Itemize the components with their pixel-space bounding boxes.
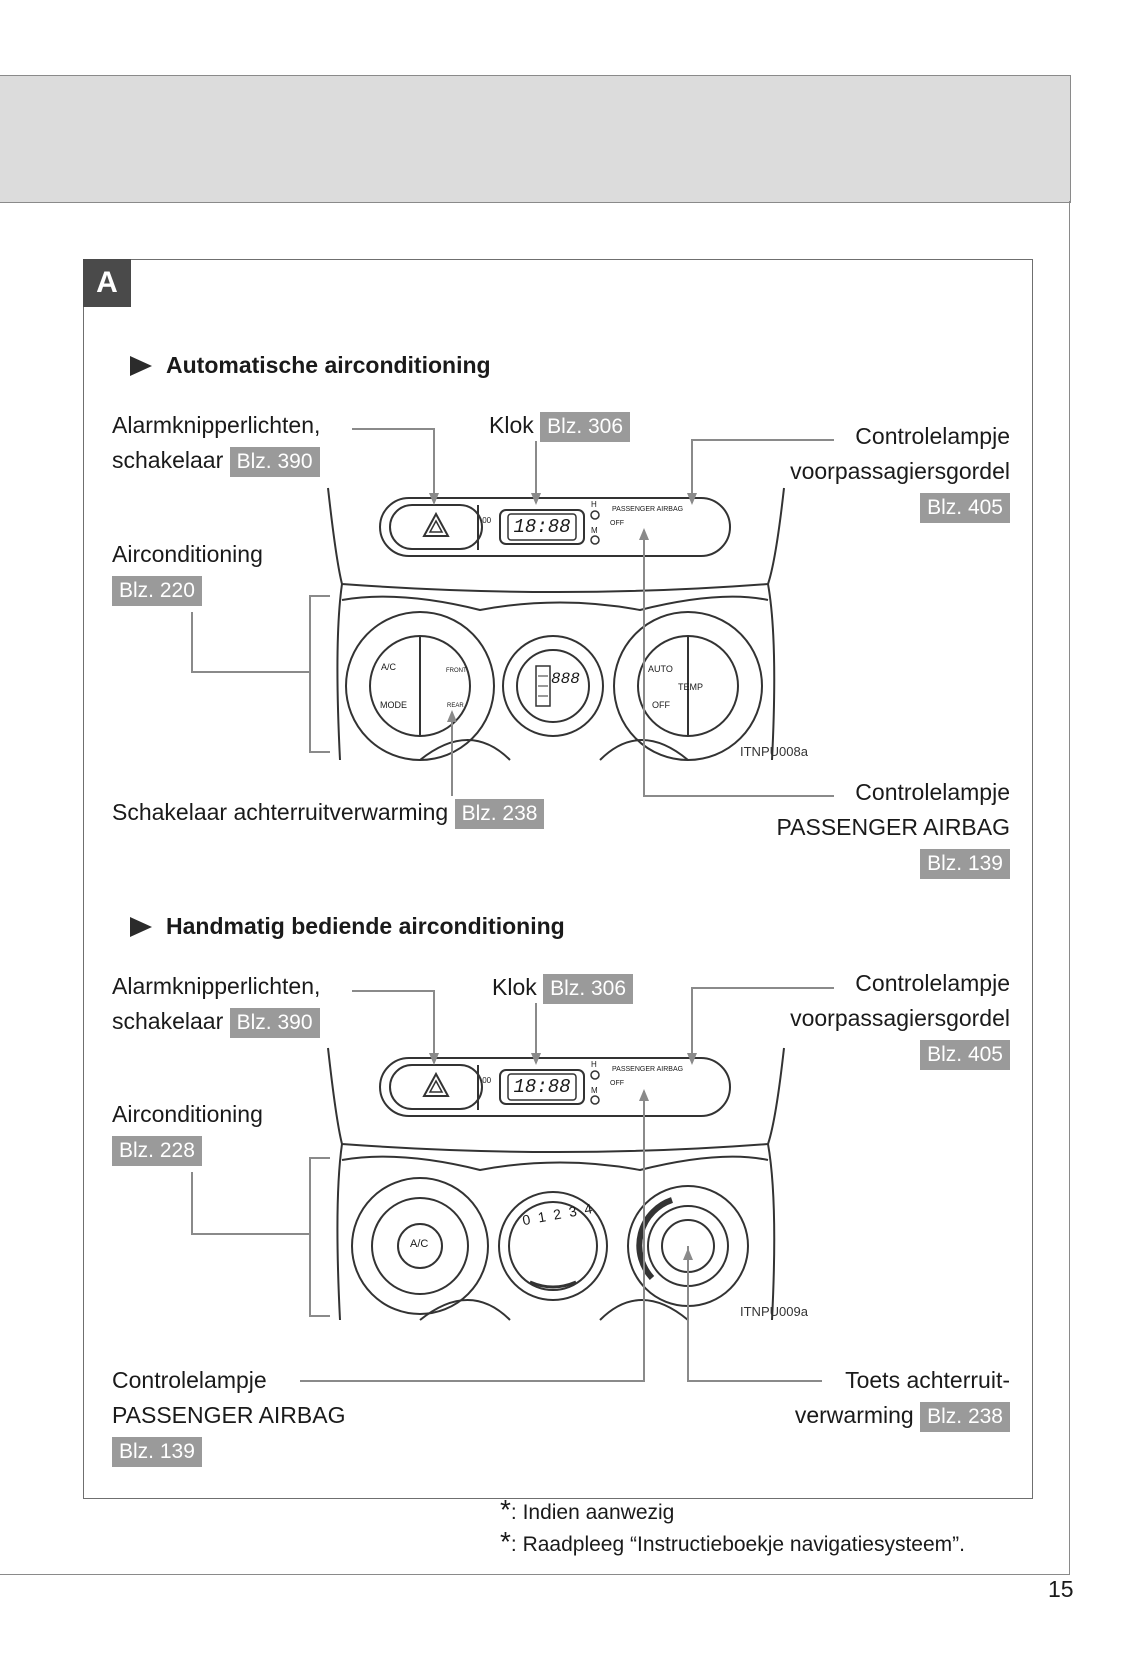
image-code-auto: ITNPU008a (740, 744, 808, 759)
hazard-label-auto: Alarmknipperlichten, schakelaar Blz. 390 (112, 408, 320, 478)
rear-defog-label-manual: Toets achterruit- verwarming Blz. 238 (795, 1363, 1010, 1433)
mode-label: MODE (380, 700, 407, 710)
section-tab: A (83, 259, 131, 307)
triangle-bullet-icon (130, 916, 152, 937)
aircon-label-text: Airconditioning (112, 541, 263, 567)
clock-minute-label-manual: M (591, 1086, 598, 1095)
page-ref-badge[interactable]: Blz. 228 (112, 1135, 202, 1166)
clock-minute-reset-label: :00 (480, 516, 492, 525)
airbag-label-auto: Controlelampje PASSENGER AIRBAG Blz. 139 (777, 775, 1010, 880)
clock-label-manual: Klok Blz. 306 (492, 970, 634, 1005)
fan-speed-display: 888 (551, 670, 580, 688)
airbag-label-manual: Controlelampje PASSENGER AIRBAG Blz. 139 (112, 1363, 345, 1468)
clock-display: 18:88 (513, 516, 571, 538)
content-frame (83, 259, 1033, 1499)
section-title-manual-text: Handmatig bediende airconditioning (166, 913, 565, 939)
airbag-label-line2: PASSENGER AIRBAG (776, 814, 1010, 840)
footnote-asterisk: * (500, 1526, 511, 1557)
rear-defog-label: REAR (447, 703, 464, 709)
off-label: OFF (652, 700, 670, 710)
page-ref-badge[interactable]: Blz. 390 (229, 1007, 320, 1038)
right-rule (1069, 201, 1070, 1574)
temp-label: TEMP (678, 682, 704, 692)
page-ref-badge[interactable]: Blz. 139 (112, 1436, 202, 1467)
clock-label-text: Klok (492, 974, 537, 1000)
clock-display-manual: 18:88 (513, 1076, 571, 1098)
clock-hour-label: H (591, 500, 597, 509)
aircon-label-text: Airconditioning (112, 1101, 263, 1127)
section-title-auto-text: Automatische airconditioning (166, 352, 491, 378)
footnote-1: *: Indien aanwezig (500, 1496, 675, 1525)
section-title-manual: Handmatig bediende airconditioning (130, 913, 565, 940)
front-defog-label: FRONT (446, 668, 467, 674)
aircon-label-manual: Airconditioning Blz. 228 (112, 1097, 263, 1167)
footnote-asterisk: * (500, 1494, 511, 1525)
rear-defog-label-line1: Toets achterruit- (845, 1367, 1010, 1393)
hazard-label-manual: Alarmknipperlichten, schakelaar Blz. 390 (112, 969, 320, 1039)
clock-hour-label-manual: H (591, 1060, 597, 1069)
page-ref-badge[interactable]: Blz. 220 (112, 575, 202, 606)
auto-label: AUTO (648, 664, 673, 674)
rear-defog-label-auto: Schakelaar achterruitverwarming Blz. 238 (112, 795, 545, 830)
page-ref-badge[interactable]: Blz. 306 (540, 411, 631, 442)
ac-button-label: A/C (410, 1238, 429, 1250)
passenger-airbag-text: PASSENGER AIRBAG (612, 506, 684, 513)
rear-defog-label-text: Schakelaar achterruitverwarming (112, 799, 449, 825)
seatbelt-label-manual: Controlelampje voorpassagiersgordel Blz.… (790, 966, 1010, 1071)
hazard-label-line2: schakelaar (112, 1008, 224, 1034)
airbag-off-text-manual: OFF (610, 1080, 624, 1087)
seatbelt-label-line2: voorpassagiersgordel (790, 458, 1010, 484)
seatbelt-label-line2: voorpassagiersgordel (790, 1005, 1010, 1031)
seatbelt-label-line1: Controlelampje (855, 423, 1010, 449)
hazard-label-line2: schakelaar (112, 447, 224, 473)
footnote-1-text: : Indien aanwezig (510, 1501, 675, 1524)
page-ref-badge[interactable]: Blz. 238 (920, 1401, 1010, 1432)
footnote-2-text: : Raadpleeg “Instructieboekje navigaties… (510, 1533, 965, 1556)
page-ref-badge[interactable]: Blz. 306 (543, 973, 634, 1004)
bottom-rule (0, 1574, 1070, 1575)
airbag-label-line1: Controlelampje (855, 779, 1010, 805)
clock-label-text: Klok (489, 412, 534, 438)
ac-label: A/C (381, 662, 397, 672)
triangle-bullet-icon (130, 355, 152, 376)
page-ref-badge[interactable]: Blz. 405 (920, 492, 1010, 523)
aircon-label-auto: Airconditioning Blz. 220 (112, 537, 263, 607)
header-band (0, 75, 1071, 203)
footnote-2: *: Raadpleeg “Instructieboekje navigatie… (500, 1528, 965, 1557)
airbag-off-text: OFF (610, 520, 624, 527)
section-title-auto: Automatische airconditioning (130, 352, 491, 379)
seatbelt-label-auto: Controlelampje voorpassagiersgordel Blz.… (790, 419, 1010, 524)
clock-label-auto: Klok Blz. 306 (489, 408, 631, 443)
image-code-manual: ITNPU009a (740, 1304, 808, 1319)
seatbelt-label-line1: Controlelampje (855, 970, 1010, 996)
hazard-label-line1: Alarmknipperlichten, (112, 973, 321, 999)
airbag-label-line2: PASSENGER AIRBAG (112, 1402, 346, 1428)
page-ref-badge[interactable]: Blz. 238 (454, 798, 545, 829)
airbag-label-line1: Controlelampje (112, 1367, 267, 1393)
page-ref-badge[interactable]: Blz. 405 (920, 1039, 1010, 1070)
clock-minute-reset-label-manual: :00 (480, 1076, 492, 1085)
hazard-label-line1: Alarmknipperlichten, (112, 412, 321, 438)
rear-defog-label-line2: verwarming (794, 1402, 914, 1428)
passenger-airbag-text-manual: PASSENGER AIRBAG (612, 1066, 684, 1073)
clock-minute-label: M (591, 526, 598, 535)
page-ref-badge[interactable]: Blz. 390 (229, 446, 320, 477)
page-number: 15 (1048, 1576, 1074, 1602)
page-ref-badge[interactable]: Blz. 139 (920, 848, 1010, 879)
